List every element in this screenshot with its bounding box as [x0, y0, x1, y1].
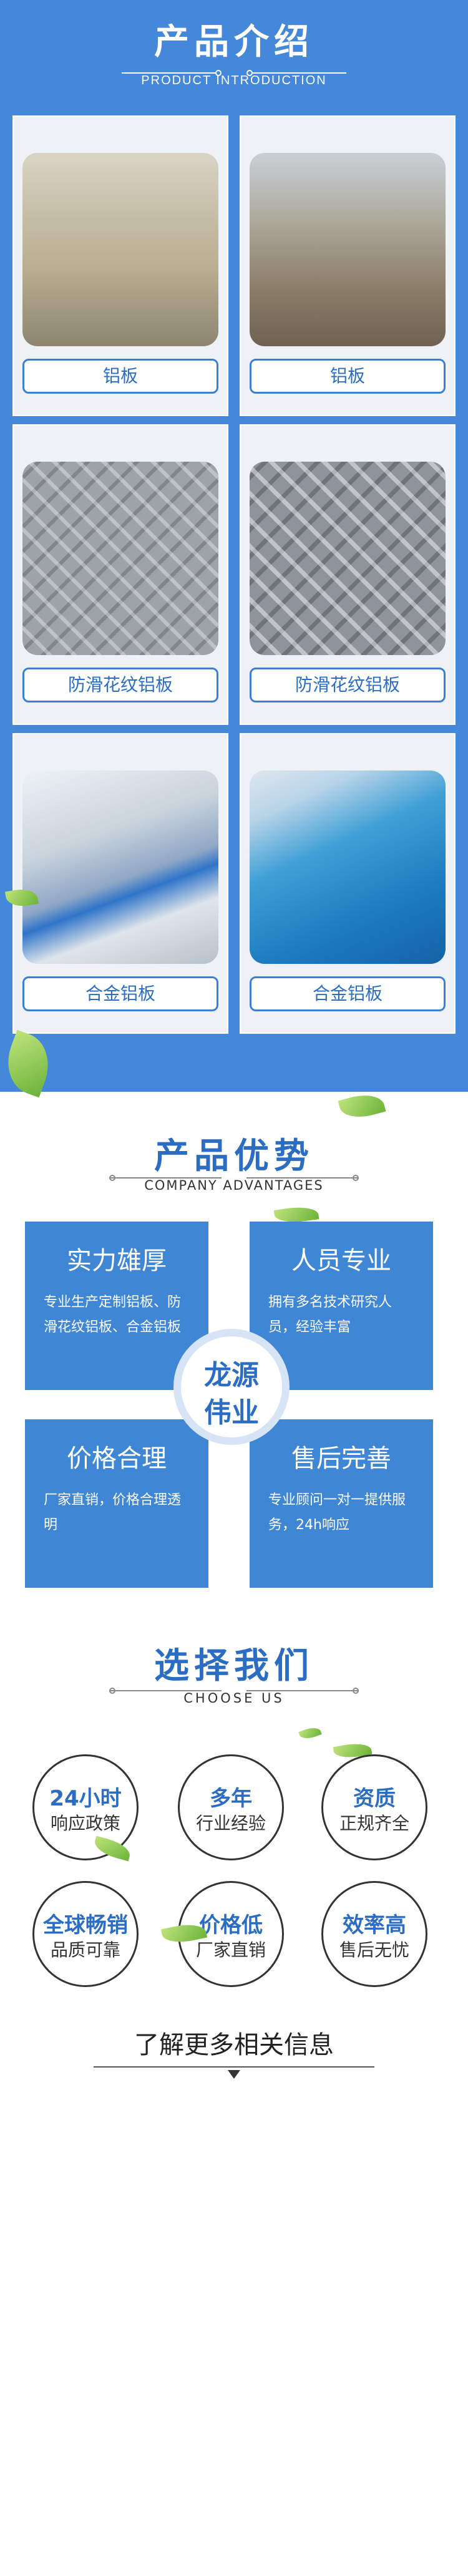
intro-subtitle: PRODUCT INTRODUCTION — [141, 74, 327, 87]
product-label[interactable]: 防滑花纹铝板 — [250, 668, 446, 702]
feature-title: 效率高 — [343, 1913, 406, 1938]
learn-more-divider — [94, 2066, 374, 2068]
advantages-title: 产品优势 — [154, 1136, 314, 1177]
advantage-desc: 拥有多名技术研究人员，经验丰富 — [268, 1295, 392, 1335]
feature-desc: 行业经验 — [195, 1813, 266, 1834]
advantage-title: 售后完善 — [291, 1444, 391, 1473]
product-photo-coils — [250, 153, 446, 346]
feature-efficiency: 效率高 售后无忧 — [321, 1881, 427, 1987]
intro-title: 产品介绍 — [154, 22, 314, 62]
product-photo-alloy-sheets — [22, 770, 218, 964]
advantage-desc: 厂家直销，价格合理透明 — [44, 1492, 182, 1533]
product-label[interactable]: 合金铝板 — [250, 976, 446, 1011]
advantage-desc: 专业生产定制铝板、防滑花纹铝板、合金铝板 — [44, 1295, 182, 1335]
advantages-subtitle: COMPANY ADVANTAGES — [144, 1178, 324, 1193]
product-label[interactable]: 铝板 — [250, 359, 446, 394]
product-photo-tread-plate-close — [250, 462, 446, 655]
company-name-badge: 龙源 伟业 — [173, 1329, 290, 1445]
product-intro-section: 产品介绍 PRODUCT INTRODUCTION 铝板 铝板 防滑花纹铝板 防… — [0, 0, 468, 1123]
feature-desc: 品质可靠 — [50, 1940, 120, 1960]
feature-qualification: 资质 正规齐全 — [321, 1754, 427, 1860]
product-card-aluminum-coil[interactable]: 铝板 — [240, 115, 456, 416]
product-card-aluminum-sheet[interactable]: 铝板 — [12, 115, 228, 416]
product-photo-tread-plate — [22, 462, 218, 655]
product-card-tread-plate-2[interactable]: 防滑花纹铝板 — [240, 424, 456, 725]
feature-title: 资质 — [353, 1786, 396, 1811]
advantage-title: 实力雄厚 — [67, 1247, 167, 1275]
product-card-alloy-sheet[interactable]: 合金铝板 — [12, 733, 228, 1034]
leaf-decoration — [338, 1089, 386, 1123]
choose-title: 选择我们 — [154, 1646, 314, 1686]
feature-experience: 多年 行业经验 — [178, 1754, 284, 1860]
advantage-desc: 专业顾问一对一提供服务，24h响应 — [268, 1492, 406, 1533]
feature-title: 价格低 — [199, 1913, 263, 1938]
choose-title-decoration — [109, 1684, 359, 1697]
company-name-line2: 伟业 — [204, 1397, 259, 1429]
chevron-down-icon[interactable] — [228, 2070, 240, 2079]
leaf-decoration — [298, 1724, 322, 1742]
feature-title: 全球畅销 — [43, 1913, 128, 1938]
choose-subtitle: CHOOSE US — [183, 1691, 285, 1706]
advantages-title-decoration — [109, 1172, 359, 1184]
company-name-line1: 龙源 — [204, 1359, 259, 1391]
learn-more-link[interactable]: 了解更多相关信息 — [134, 2031, 334, 2059]
feature-title: 24小时 — [49, 1786, 122, 1811]
feature-title: 多年 — [210, 1786, 252, 1811]
advantage-card-service: 售后完善 专业顾问一对一提供服务，24h响应 — [250, 1419, 433, 1588]
intro-title-decoration — [122, 64, 346, 82]
advantage-card-price: 价格合理 厂家直销，价格合理透明 — [25, 1419, 208, 1588]
product-label[interactable]: 合金铝板 — [22, 976, 218, 1011]
product-photo-blue-film-sheet — [250, 770, 446, 964]
product-label[interactable]: 防滑花纹铝板 — [22, 668, 218, 702]
feature-global-sales: 全球畅销 品质可靠 — [32, 1881, 139, 1987]
advantage-card-strength: 实力雄厚 专业生产定制铝板、防滑花纹铝板、合金铝板 — [25, 1222, 208, 1390]
product-label[interactable]: 铝板 — [22, 359, 218, 394]
feature-desc: 售后无忧 — [339, 1940, 409, 1960]
advantage-title: 人员专业 — [291, 1247, 391, 1275]
advantage-title: 价格合理 — [67, 1444, 167, 1473]
feature-desc: 响应政策 — [50, 1813, 120, 1834]
feature-desc: 正规齐全 — [339, 1813, 409, 1834]
leaf-decoration — [0, 1029, 59, 1098]
product-card-tread-plate[interactable]: 防滑花纹铝板 — [12, 424, 228, 725]
feature-24h-response: 24小时 响应政策 — [32, 1754, 139, 1860]
product-card-alloy-sheet-2[interactable]: 合金铝板 — [240, 733, 456, 1034]
product-photo-stacked-sheets — [22, 153, 218, 346]
feature-desc: 厂家直销 — [195, 1940, 266, 1960]
